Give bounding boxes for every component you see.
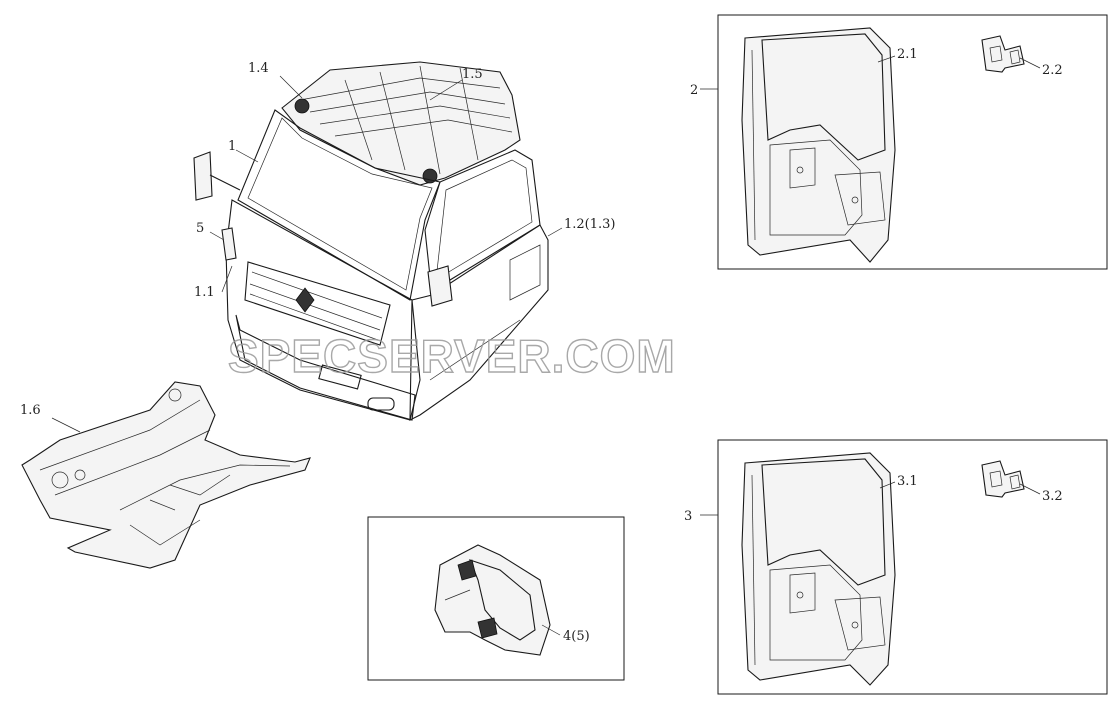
right-door: [741, 452, 896, 686]
leader-lines: [51, 55, 1041, 636]
label-left-hinge: 2.2: [1042, 63, 1063, 78]
label-floor: 1.6: [20, 403, 41, 418]
label-front-panel: 1.1: [194, 285, 215, 300]
watermark: SPECSERVER.COM: [228, 330, 676, 382]
cab-assembly: [193, 61, 549, 421]
right-hinge: [981, 460, 1025, 498]
label-lamp: 5: [196, 221, 204, 236]
label-mirror-bracket: 4(5): [563, 629, 590, 644]
mirror-bracket: [434, 544, 551, 656]
right-door-box: [717, 439, 1108, 695]
label-right-door: 3.1: [897, 474, 918, 489]
label-left-door: 2.1: [897, 47, 918, 62]
label-left-door-group: 2: [690, 83, 698, 98]
left-hinge: [981, 35, 1025, 73]
label-right-hinge: 3.2: [1042, 489, 1063, 504]
left-door-box: [717, 14, 1108, 270]
label-cab: 1: [228, 139, 236, 154]
label-side-panel: 1.2(1.3): [564, 217, 616, 232]
label-roof-rear: 1.5: [462, 67, 483, 82]
floor-panel: [21, 381, 311, 569]
label-right-door-group: 3: [684, 509, 692, 524]
bracket-box: [367, 516, 625, 681]
label-roof-front: 1.4: [248, 61, 269, 76]
left-door: [741, 27, 896, 263]
